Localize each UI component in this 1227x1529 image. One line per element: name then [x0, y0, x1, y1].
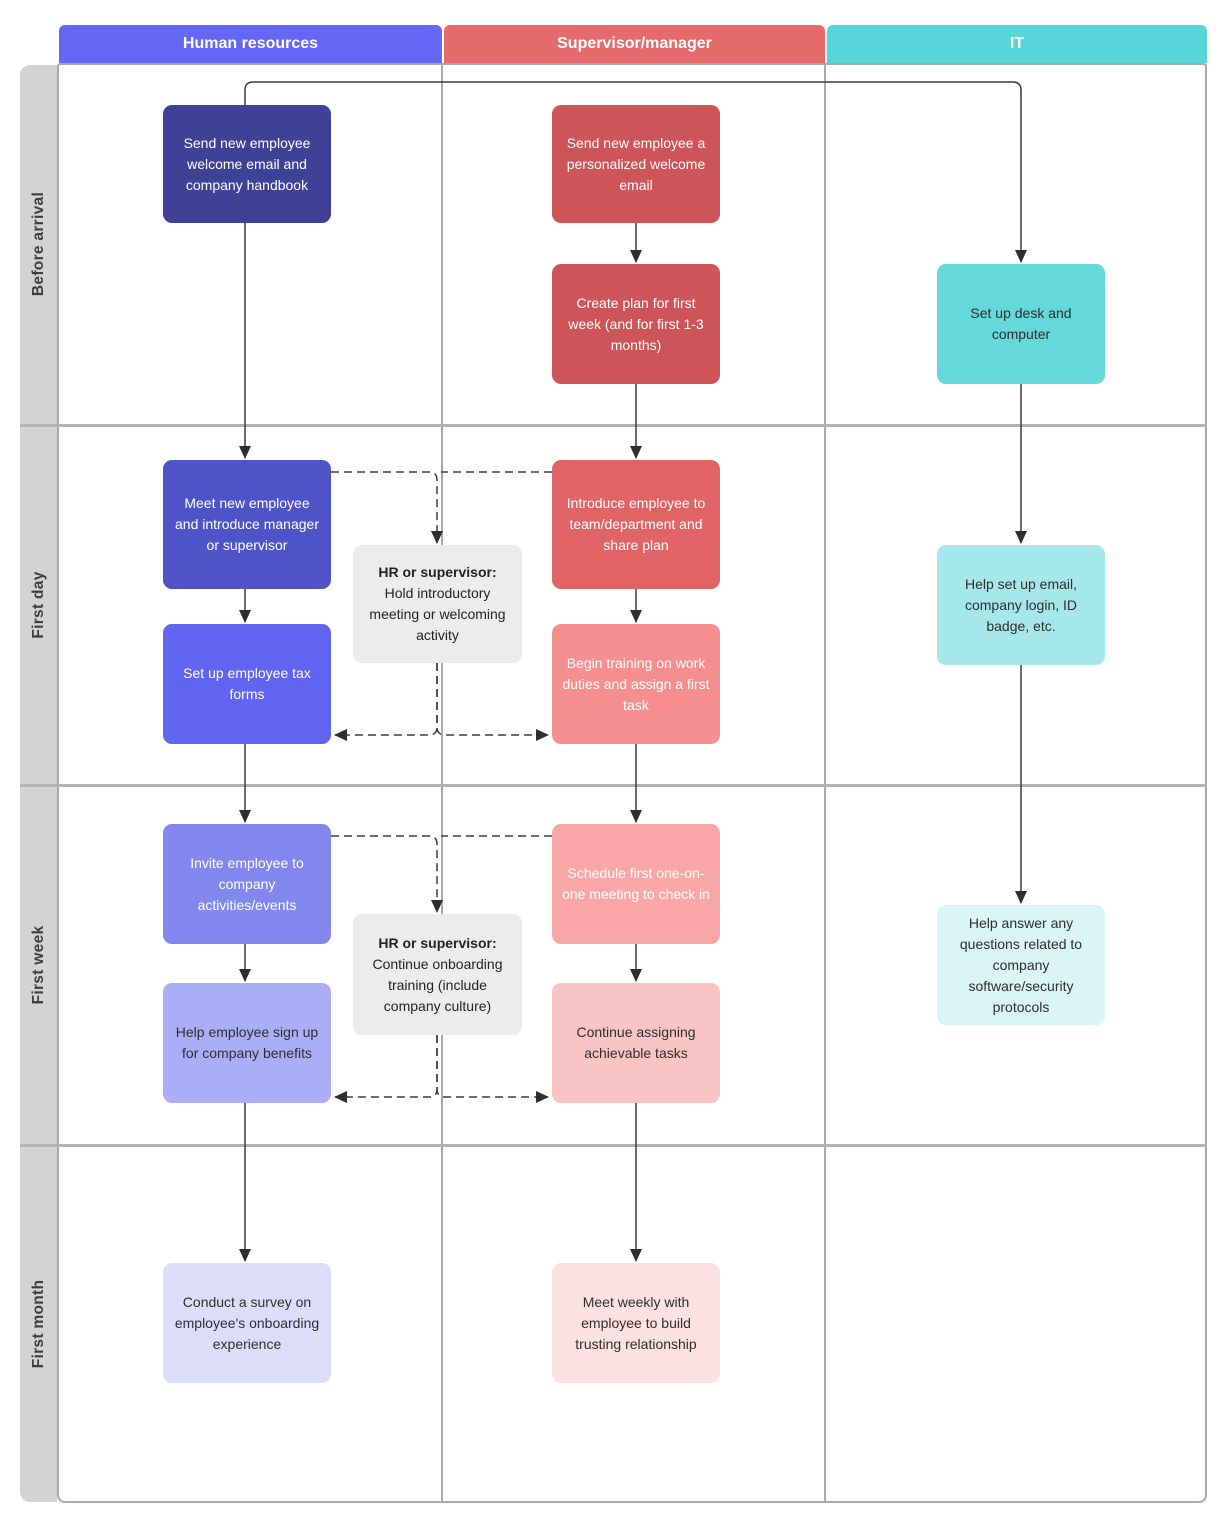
phase-divider-3 — [20, 1144, 1207, 1147]
task-it-setup-desk: Set up desk and computer — [937, 264, 1105, 384]
task-hr-send-welcome-email: Send new employee welcome email and comp… — [163, 105, 331, 223]
phase-label-first-week: First week — [30, 925, 47, 1005]
phase-label-before-arrival: Before arrival — [30, 191, 47, 297]
task-it-setup-email-badge: Help set up email, company login, ID bad… — [937, 545, 1105, 665]
task-sup-continue-tasks: Continue assigning achievable tasks — [552, 983, 720, 1103]
task-sup-schedule-one-on-one: Schedule first one-on-one meeting to che… — [552, 824, 720, 944]
task-it-answer-questions: Help answer any questions related to com… — [937, 905, 1105, 1025]
task-sup-begin-training: Begin training on work duties and assign… — [552, 624, 720, 744]
phase-label-first-day: First day — [30, 571, 47, 639]
task-hr-setup-tax-forms: Set up employee tax forms — [163, 624, 331, 744]
task-hr-invite-activities: Invite employee to company activities/ev… — [163, 824, 331, 944]
task-sup-personalized-welcome: Send new employee a personalized welcome… — [552, 105, 720, 223]
note-text: HR or supervisor: Hold introductory meet… — [362, 562, 513, 646]
task-hr-meet-new-employee: Meet new employee and introduce manager … — [163, 460, 331, 589]
lane-header-human-resources: Human resources — [59, 25, 442, 63]
phase-divider-1 — [20, 424, 1207, 427]
lane-header-it: IT — [827, 25, 1207, 63]
note-bold-label: HR or supervisor: — [378, 934, 497, 951]
phase-label-first-month: First month — [30, 1279, 47, 1369]
note-body: Hold introductory meeting or welcoming a… — [369, 585, 506, 643]
phase-sidebar — [20, 65, 57, 1502]
note-continue-onboarding-training: HR or supervisor: Continue onboarding tr… — [353, 914, 522, 1035]
lane-header-supervisor-manager: Supervisor/manager — [444, 25, 825, 63]
note-bold-label: HR or supervisor: — [378, 564, 497, 580]
lane-divider-2 — [824, 64, 826, 1502]
phase-divider-2 — [20, 784, 1207, 787]
note-body: Continue onboarding training (include co… — [372, 955, 503, 1014]
task-sup-create-plan: Create plan for first week (and for firs… — [552, 264, 720, 384]
task-hr-conduct-survey: Conduct a survey on employee's onboardin… — [163, 1263, 331, 1383]
note-hold-introductory-meeting: HR or supervisor: Hold introductory meet… — [353, 545, 522, 663]
note-text: HR or supervisor: Continue onboarding tr… — [362, 933, 513, 1017]
task-sup-meet-weekly: Meet weekly with employee to build trust… — [552, 1263, 720, 1383]
lane-divider-1 — [441, 64, 443, 1502]
task-hr-sign-up-benefits: Help employee sign up for company benefi… — [163, 983, 331, 1103]
task-sup-introduce-team: Introduce employee to team/department an… — [552, 460, 720, 589]
